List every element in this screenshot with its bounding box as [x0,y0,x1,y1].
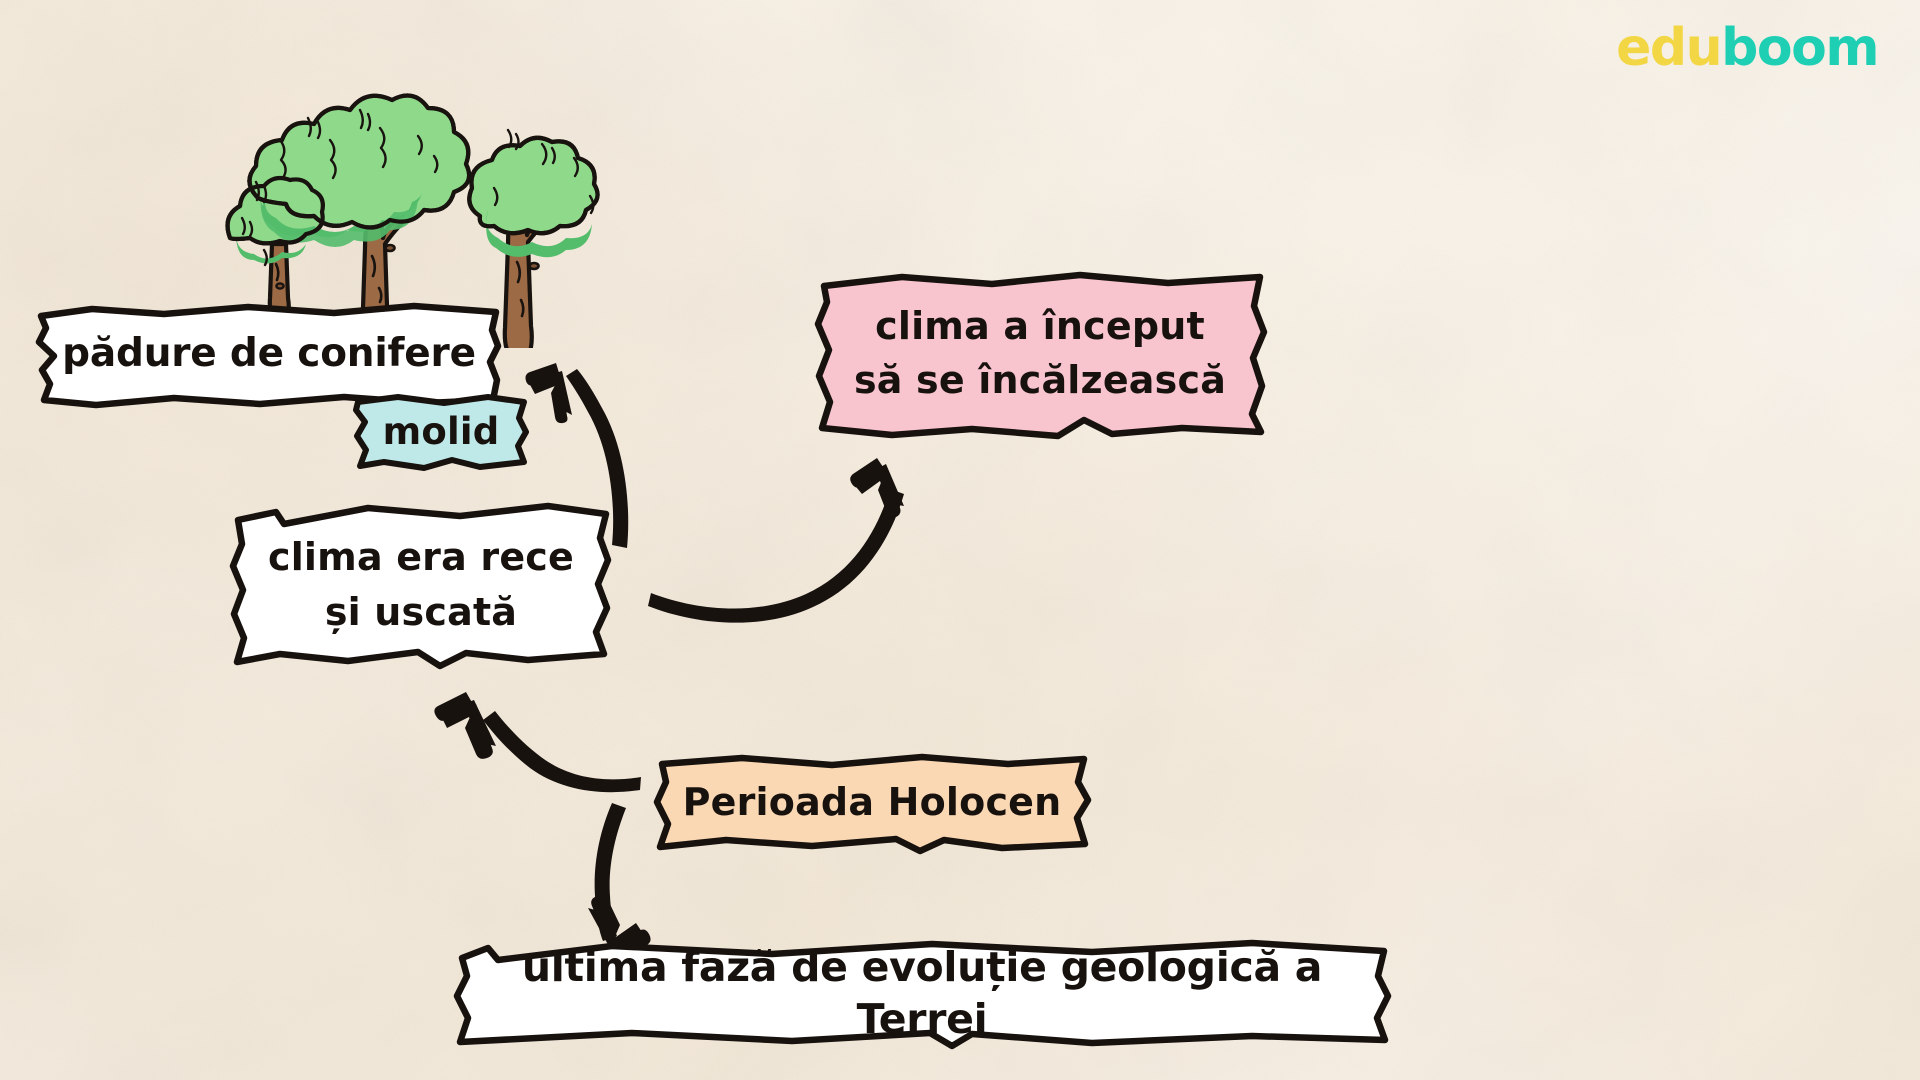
note-ultima-faza-label: ultima fază de evoluție geologică a Terr… [521,942,1323,1043]
note-molid-label: molid [382,410,500,454]
arrow-clima-rece-to-clima-cald [648,458,904,623]
note-clima-a-inceput-label: clima a început să se încălzească [853,304,1227,402]
note-perioada-holocen-label: Perioada Holocen [682,779,1062,824]
note-clima-era-rece[interactable]: clima era rece și uscată [228,498,614,672]
arrow-holocen-to-clima-rece [434,692,641,793]
note-ultima-faza[interactable]: ultima fază de evoluție geologică a Terr… [452,938,1392,1050]
logo-boom-text: boom [1721,18,1879,78]
logo-edu-text: edu [1616,18,1723,78]
conifer-forest-illustration [212,48,632,355]
note-clima-a-inceput[interactable]: clima a început să se încălzească [812,268,1268,440]
note-perioada-holocen[interactable]: Perioada Holocen [652,752,1092,855]
note-molid[interactable]: molid [352,392,530,472]
eduboom-logo[interactable]: eduboom [1616,22,1879,74]
note-padure-label: pădure de conifere [62,331,476,377]
note-clima-era-rece-label: clima era rece și uscată [267,534,575,634]
note-padure-de-conifere[interactable]: pădure de conifere [34,300,504,409]
